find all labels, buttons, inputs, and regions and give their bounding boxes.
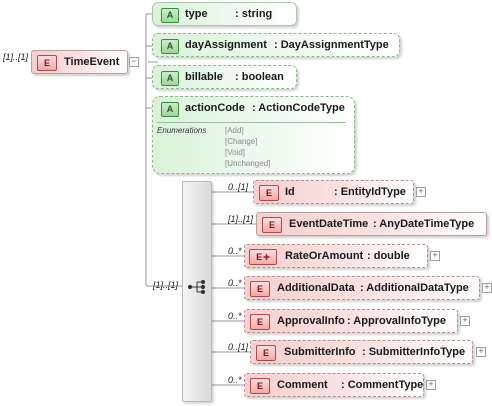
attribute-name: billable — [185, 71, 223, 83]
child-element-type: : double — [367, 250, 410, 262]
child-element-type: : SubmitterInfoType — [362, 346, 466, 358]
attribute-icon: A — [161, 102, 179, 117]
collapse-toggle[interactable]: − — [129, 57, 139, 67]
attribute-name: dayAssignment — [185, 39, 267, 51]
child-element-name: EventDateTime — [289, 218, 369, 230]
element-icon: E — [37, 55, 57, 71]
child-element-type: : EntityIdType — [334, 186, 406, 198]
expand-toggle[interactable]: + — [460, 316, 470, 326]
attribute-icon: A — [161, 8, 179, 23]
enumeration-divider — [157, 122, 346, 123]
enumeration-value: [Change] — [225, 137, 258, 146]
attribute-type-value: : boolean — [235, 71, 284, 83]
child-element-name: AdditionalData — [277, 282, 355, 294]
attribute-type-value: : ActionCodeType — [252, 102, 345, 114]
root-element-timeevent[interactable]: E TimeEvent — [31, 50, 128, 74]
enumeration-value: [Unchanged] — [225, 159, 271, 168]
element-icon-with-plus: E✚ — [249, 249, 277, 265]
child-multiplicity: [1]..[1] — [228, 214, 254, 224]
child-element-eventdatetime[interactable]: E EventDateTime : AnyDateTimeType — [256, 212, 487, 236]
element-icon: E — [262, 217, 282, 233]
child-element-submitterinfo[interactable]: E SubmitterInfo : SubmitterInfoType — [250, 340, 473, 364]
attribute-icon: A — [161, 39, 179, 54]
child-multiplicity: 0..* — [228, 375, 242, 385]
child-multiplicity: 0..* — [228, 278, 242, 288]
child-element-name: Id — [285, 186, 295, 198]
attribute-icon: A — [161, 71, 179, 86]
enumeration-value: [Add] — [225, 126, 244, 135]
attribute-type-value: : string — [235, 8, 273, 20]
expand-toggle[interactable]: + — [476, 347, 486, 357]
child-element-comment[interactable]: E Comment : CommentType — [244, 373, 424, 397]
expand-toggle[interactable]: + — [430, 251, 440, 261]
root-multiplicity: [1]..[1] — [3, 52, 29, 62]
child-element-rateoramount[interactable]: E✚ RateOrAmount : double — [244, 244, 428, 268]
child-element-id[interactable]: E Id : EntityIdType — [253, 180, 414, 204]
child-element-additionaldata[interactable]: E AdditionalData : AdditionalDataType — [244, 276, 480, 300]
child-element-approvalinfo[interactable]: E ApprovalInfo : ApprovalInfoType — [244, 309, 458, 333]
child-element-name: SubmitterInfo — [284, 346, 356, 358]
sequence-icon — [188, 280, 206, 294]
expand-toggle[interactable]: + — [416, 187, 426, 197]
child-multiplicity: 0..* — [228, 246, 242, 256]
attribute-type[interactable]: A type : string — [152, 2, 297, 26]
sequence-multiplicity: [1]..[1] — [153, 280, 179, 290]
plus-icon: ✚ — [263, 253, 270, 262]
element-icon: E — [259, 185, 279, 201]
attribute-dayassignment[interactable]: A dayAssignment : DayAssignmentType — [152, 33, 400, 57]
root-element-name: TimeEvent — [64, 56, 120, 68]
child-element-name: RateOrAmount — [285, 250, 364, 262]
child-element-type: : AdditionalDataType — [360, 282, 469, 294]
expand-toggle[interactable]: + — [482, 283, 492, 293]
element-icon: E — [250, 314, 270, 330]
attribute-actioncode[interactable]: A actionCode : ActionCodeType Enumeratio… — [152, 96, 355, 174]
enumeration-value: [Void] — [225, 148, 246, 157]
element-icon: E — [250, 378, 270, 394]
sequence-compositor[interactable] — [182, 181, 212, 402]
attribute-type-value: : DayAssignmentType — [274, 39, 389, 51]
expand-toggle[interactable]: + — [426, 380, 436, 390]
child-element-type: : AnyDateTimeType — [373, 218, 475, 230]
child-element-name: Comment — [277, 379, 328, 391]
element-icon: E — [250, 281, 270, 297]
child-multiplicity: 0..[1] — [228, 182, 249, 192]
attribute-name: type — [185, 8, 208, 20]
child-multiplicity: 0..[1] — [228, 342, 249, 352]
element-icon: E — [256, 345, 276, 361]
child-element-type: : CommentType — [341, 379, 424, 391]
attribute-billable[interactable]: A billable : boolean — [152, 65, 297, 89]
child-element-type: : ApprovalInfoType — [347, 315, 446, 327]
child-multiplicity: 0..* — [228, 311, 242, 321]
child-element-name: ApprovalInfo — [277, 315, 345, 327]
attribute-name: actionCode — [185, 102, 245, 114]
enumeration-label: Enumerations — [157, 126, 207, 135]
element-badge-letter: E — [256, 252, 263, 262]
